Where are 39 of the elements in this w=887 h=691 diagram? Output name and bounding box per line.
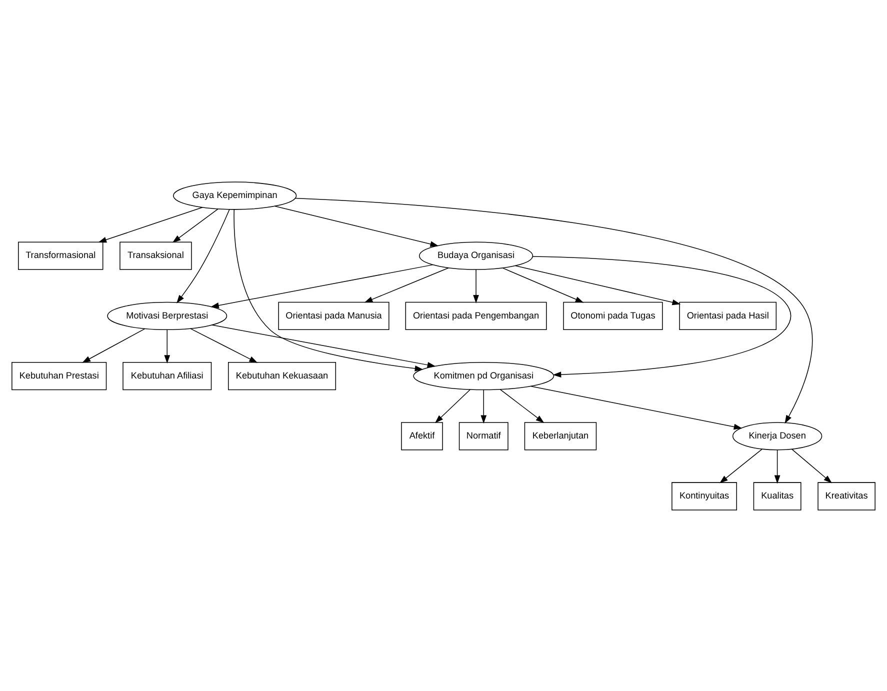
arrow xyxy=(274,205,439,246)
arrow xyxy=(82,328,146,362)
arrow xyxy=(364,267,449,302)
node-box: Kebutuhan Prestasi xyxy=(12,361,107,390)
arrow xyxy=(480,388,487,424)
arrow xyxy=(176,208,230,303)
arrow xyxy=(532,256,792,378)
node-box: Transformasional xyxy=(18,241,104,270)
arrow xyxy=(98,206,203,242)
arrow xyxy=(530,385,742,430)
arrow xyxy=(210,264,434,308)
node-box: Kebutuhan Afiliasi xyxy=(122,361,212,390)
node-box: Orientasi pada Pengembangan xyxy=(405,301,547,330)
arrow xyxy=(164,328,170,363)
node-ellipse: Gaya Kepemimpinan xyxy=(173,181,297,210)
node-box: Transaksional xyxy=(120,241,192,270)
arrow xyxy=(473,268,479,303)
arrow xyxy=(172,208,218,242)
node-box: Orientasi pada Manusia xyxy=(278,301,390,330)
arrow xyxy=(434,388,471,423)
node-box: Orientasi pada Hasil xyxy=(679,301,777,330)
node-box: Kreativitas xyxy=(818,482,876,510)
node-box: Normatif xyxy=(458,422,508,450)
arrow xyxy=(500,388,544,422)
arrow xyxy=(774,449,780,484)
arrow xyxy=(502,267,584,302)
arrow xyxy=(190,328,258,362)
arrow xyxy=(294,197,813,424)
node-box: Keberlanjutan xyxy=(524,422,597,450)
arrow xyxy=(515,264,681,305)
node-box: Kebutuhan Kekuasaan xyxy=(228,361,336,390)
node-box: Otonomi pada Tugas xyxy=(563,301,663,330)
arrow xyxy=(792,448,832,483)
node-box: Afektif xyxy=(401,422,443,450)
node-box: Kualitas xyxy=(753,482,802,510)
arrow xyxy=(720,448,763,483)
arrow xyxy=(212,324,436,368)
node-box: Kontinyuitas xyxy=(672,482,737,510)
arrow xyxy=(234,208,424,371)
